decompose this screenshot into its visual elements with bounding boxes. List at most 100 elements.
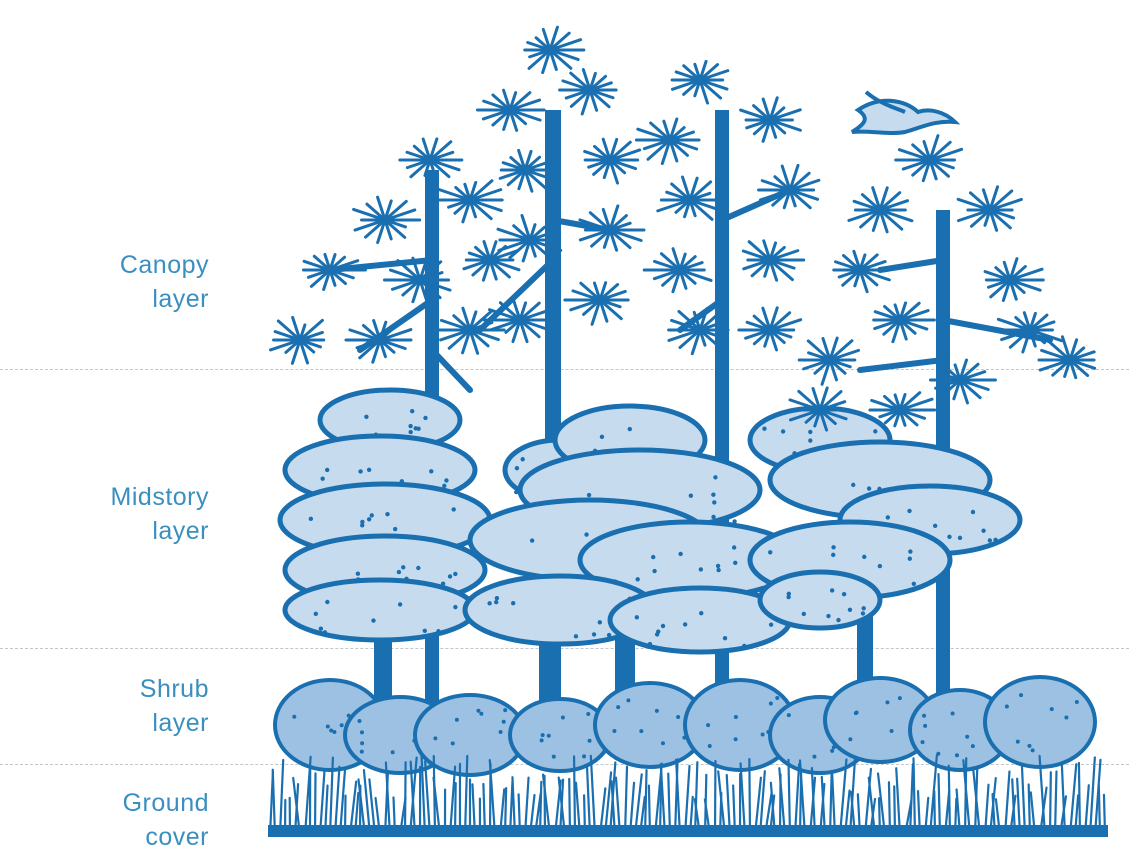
stipple-dot <box>360 523 364 527</box>
stipple-dot <box>292 715 296 719</box>
grass-blade <box>280 760 283 835</box>
stipple-dot <box>830 588 834 592</box>
stipple-dot <box>325 600 329 604</box>
stipple-dot <box>1027 744 1031 748</box>
grass-blade <box>910 764 913 835</box>
stipple-dot <box>862 555 866 559</box>
grass-blade <box>795 764 799 835</box>
stipple-dot <box>1019 693 1023 697</box>
stipple-dot <box>951 711 955 715</box>
stipple-dot <box>398 602 402 606</box>
stipple-dot <box>433 736 437 740</box>
grass-blade <box>896 768 900 835</box>
stipple-dot <box>826 614 830 618</box>
pine-needle-tuft <box>1039 337 1095 378</box>
grass-blade <box>335 767 339 835</box>
bird-icon <box>852 92 955 133</box>
stipple-dot <box>1064 715 1068 719</box>
grass-blade <box>405 762 406 835</box>
stipple-dot <box>716 564 720 568</box>
pine-needle-tuft <box>500 150 553 191</box>
grass-blade <box>591 756 595 835</box>
stipple-dot <box>676 715 680 719</box>
grass-blade <box>574 756 575 835</box>
shrub <box>985 677 1095 767</box>
stipple-dot <box>319 626 323 630</box>
stipple-dot <box>515 466 519 470</box>
grass-blade <box>749 759 750 835</box>
pine-needle-tuft <box>985 259 1043 301</box>
stipple-dot <box>775 696 779 700</box>
grass-blade <box>1022 764 1025 835</box>
stipple-dot <box>360 730 364 734</box>
stipple-dot <box>385 512 389 516</box>
stipple-dot <box>541 733 545 737</box>
stipple-dot <box>652 569 656 573</box>
stipple-dot <box>455 718 459 722</box>
stipple-dot <box>769 701 773 705</box>
pine-branch <box>360 300 432 350</box>
stipple-dot <box>842 592 846 596</box>
stipple-dot <box>848 608 852 612</box>
stipple-dot <box>323 630 327 634</box>
stipple-dot <box>357 719 361 723</box>
stipple-dot <box>598 620 602 624</box>
grass-blade <box>914 758 915 835</box>
stipple-dot <box>878 564 882 568</box>
stipple-dot <box>487 601 491 605</box>
stipple-dot <box>761 732 765 736</box>
pine-branch <box>880 260 943 270</box>
stipple-dot <box>391 750 395 754</box>
stipple-dot <box>971 744 975 748</box>
stipple-dot <box>320 476 324 480</box>
shrub-layer <box>275 677 1095 775</box>
pine-needle-tuft <box>658 177 725 219</box>
stipple-dot <box>393 527 397 531</box>
stipple-dot <box>436 630 440 634</box>
stipple-dot <box>787 592 791 596</box>
stipple-dot <box>453 605 457 609</box>
stipple-dot <box>1075 700 1079 704</box>
stipple-dot <box>364 415 368 419</box>
stipple-dot <box>314 612 318 616</box>
stipple-dot <box>908 556 912 560</box>
pine-branch <box>722 190 790 220</box>
stipple-dot <box>1031 748 1035 752</box>
stipple-dot <box>1005 704 1009 708</box>
pine-needle-tuft <box>874 303 935 342</box>
grass-blade <box>949 766 950 835</box>
stipple-dot <box>706 723 710 727</box>
pine-needle-tuft <box>585 139 640 183</box>
stipple-dot <box>923 724 927 728</box>
stipple-dot <box>988 538 992 542</box>
stipple-dot <box>360 741 364 745</box>
pine-needle-tuft <box>354 197 420 242</box>
pine-needle-tuft <box>484 300 552 342</box>
stipple-dot <box>499 730 503 734</box>
stipple-dot <box>711 493 715 497</box>
stipple-dot <box>584 532 588 536</box>
stipple-dot <box>812 755 816 759</box>
stipple-dot <box>423 416 427 420</box>
stipple-dot <box>371 618 375 622</box>
stipple-dot <box>502 720 506 724</box>
stipple-dot <box>711 515 715 519</box>
stipple-dot <box>561 715 565 719</box>
stipple-dot <box>734 715 738 719</box>
stipple-dot <box>921 740 925 744</box>
pine-needle-tuft <box>739 308 801 350</box>
stipple-dot <box>713 475 717 479</box>
stipple-dot <box>429 469 433 473</box>
stipple-dot <box>626 698 630 702</box>
stipple-dot <box>326 724 330 728</box>
stipple-dot <box>769 623 773 627</box>
stipple-dot <box>733 561 737 565</box>
stipple-dot <box>648 642 652 646</box>
pine-needle-tuft <box>741 98 801 142</box>
stipple-dot <box>494 600 498 604</box>
stipple-dot <box>655 709 659 713</box>
stipple-dot <box>965 735 969 739</box>
pine-needle-tuft <box>477 90 544 130</box>
pine-needle-tuft <box>560 70 617 114</box>
grass-blade <box>625 767 627 835</box>
